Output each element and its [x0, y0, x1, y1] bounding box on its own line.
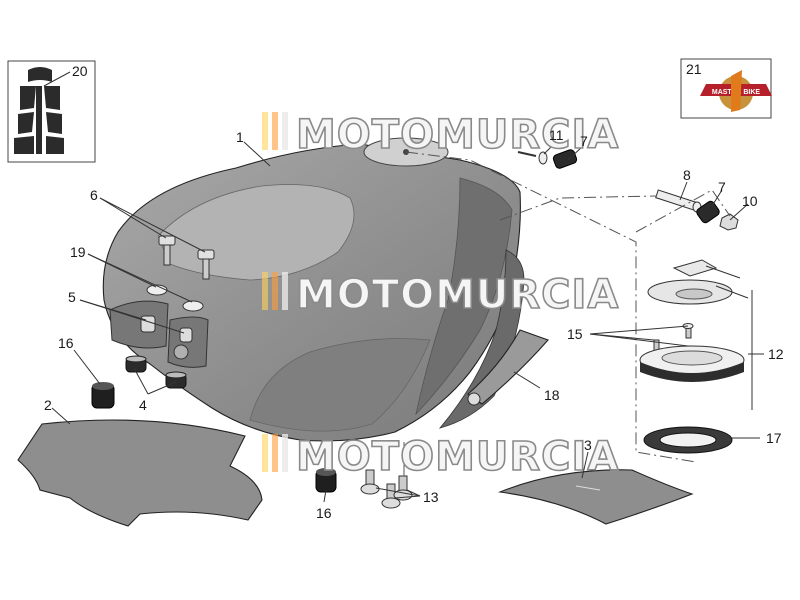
part-17-gasket [643, 426, 733, 454]
callout-17: 17 [766, 430, 782, 446]
watermark-top: MOTOMURCIA [262, 111, 619, 159]
part-3-sheet [497, 469, 694, 525]
part-7-cap-top [552, 149, 578, 169]
callout-13: 13 [423, 489, 439, 505]
callout-8: 8 [683, 167, 691, 183]
watermark-middle: MOTOMURCIA [262, 271, 619, 319]
tank-pad-box [7, 60, 96, 163]
callout-16-left: 16 [58, 335, 74, 351]
leader-lines [51, 141, 764, 503]
badge-box: MASTER BIKE [680, 58, 772, 119]
assembly-lines [325, 151, 731, 476]
callout-1: 1 [236, 129, 244, 145]
callout-4: 4 [139, 397, 147, 413]
callout-15: 15 [567, 326, 583, 342]
watermark-bottom: MOTOMURCIA [262, 433, 619, 481]
callout-7-right: 7 [718, 179, 726, 195]
part-7-cap-right [696, 200, 720, 224]
callout-12: 12 [768, 346, 784, 362]
watermark-text: MOTOMURCIA [296, 272, 619, 318]
callout-6: 6 [90, 187, 98, 203]
part-11-washer [517, 151, 548, 165]
callout-19: 19 [70, 244, 86, 260]
callout-18: 18 [544, 387, 560, 403]
part-19-clips [146, 284, 204, 312]
watermark-text: MOTOMURCIA [296, 112, 619, 158]
callout-labels: 1 2 3 4 5 6 7 7 8 10 11 12 13 15 16 16 1… [44, 61, 784, 521]
part-10-nut [719, 213, 739, 231]
callout-11: 11 [549, 127, 564, 143]
part-16-rubber-left [91, 382, 115, 409]
part-6-screws [158, 235, 215, 280]
callout-16-right: 16 [316, 505, 332, 521]
callout-7-top: 7 [580, 133, 588, 149]
callout-3: 3 [584, 437, 592, 453]
callout-5: 5 [68, 289, 76, 305]
callout-21: 21 [686, 61, 702, 77]
master-bike-badge-icon: MASTER BIKE [700, 70, 772, 112]
callout-20: 20 [72, 63, 88, 79]
part-4-bushes [125, 355, 187, 389]
tank-pad-icon [14, 67, 64, 154]
callout-10: 10 [742, 193, 758, 209]
part-18-protector [467, 329, 549, 405]
part-12-filler-cap-assembly [639, 259, 749, 382]
callout-2: 2 [44, 397, 52, 413]
part-2-gasket [17, 419, 263, 527]
part-1-fuel-tank [102, 137, 525, 442]
watermark-text: MOTOMURCIA [296, 434, 619, 480]
